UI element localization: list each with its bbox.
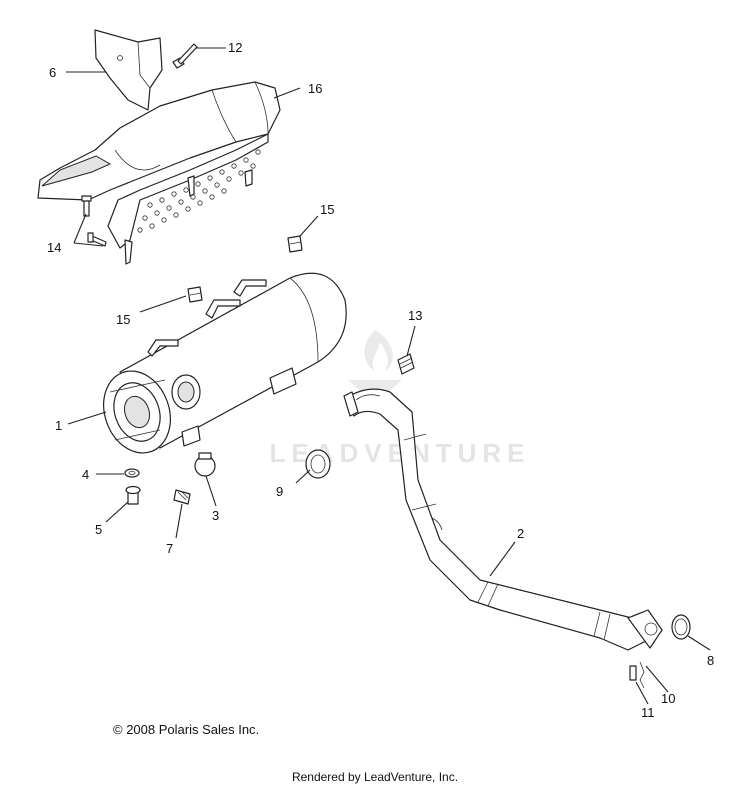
part-1-muffler[interactable] — [93, 272, 347, 462]
copyright-notice: © 2008 Polaris Sales Inc. — [113, 722, 260, 737]
callout-8: 8 — [707, 653, 714, 668]
part-16-heat-shield[interactable] — [37, 81, 281, 265]
part-3-plug[interactable] — [194, 452, 216, 477]
part-6-shield-plate[interactable] — [94, 29, 163, 111]
callout-15-upper: 15 — [320, 202, 334, 217]
callout-9: 9 — [276, 484, 283, 499]
callout-11: 11 — [641, 705, 655, 720]
part-7-clamp[interactable] — [173, 489, 191, 505]
part-8-gasket[interactable] — [671, 614, 691, 640]
part-10-spring[interactable] — [639, 661, 645, 689]
callout-5: 5 — [95, 522, 102, 537]
part-9-gasket[interactable] — [305, 449, 331, 479]
part-12-bolt[interactable] — [172, 43, 198, 69]
callout-12: 12 — [228, 40, 242, 55]
part-15-clip-upper[interactable] — [287, 235, 303, 253]
part-14-bolts[interactable] — [81, 195, 107, 247]
part-4-washer[interactable] — [124, 468, 140, 478]
part-15-clip-lower[interactable] — [187, 286, 203, 303]
callout-13: 13 — [408, 308, 422, 323]
shield-perforations — [137, 149, 261, 233]
part-13-spring-clip[interactable] — [397, 353, 415, 375]
callout-labels: 6 12 16 14 15 15 1 4 5 3 7 13 9 2 8 10 1… — [47, 40, 714, 720]
part-2-head-pipe[interactable] — [343, 388, 663, 651]
callout-10: 10 — [661, 691, 675, 706]
part-11-bolt[interactable] — [629, 665, 637, 681]
callout-15-lower: 15 — [116, 312, 130, 327]
callout-6: 6 — [49, 65, 56, 80]
callout-4: 4 — [82, 467, 89, 482]
rendered-by-footer: Rendered by LeadVenture, Inc. — [291, 770, 459, 784]
callout-2: 2 — [517, 526, 524, 541]
callout-14: 14 — [47, 240, 61, 255]
part-5-bushing[interactable] — [125, 485, 141, 505]
callout-16: 16 — [308, 81, 322, 96]
leader-lines — [66, 47, 711, 705]
callout-3: 3 — [212, 508, 219, 523]
callout-1: 1 — [55, 418, 62, 433]
callout-7: 7 — [166, 541, 173, 556]
